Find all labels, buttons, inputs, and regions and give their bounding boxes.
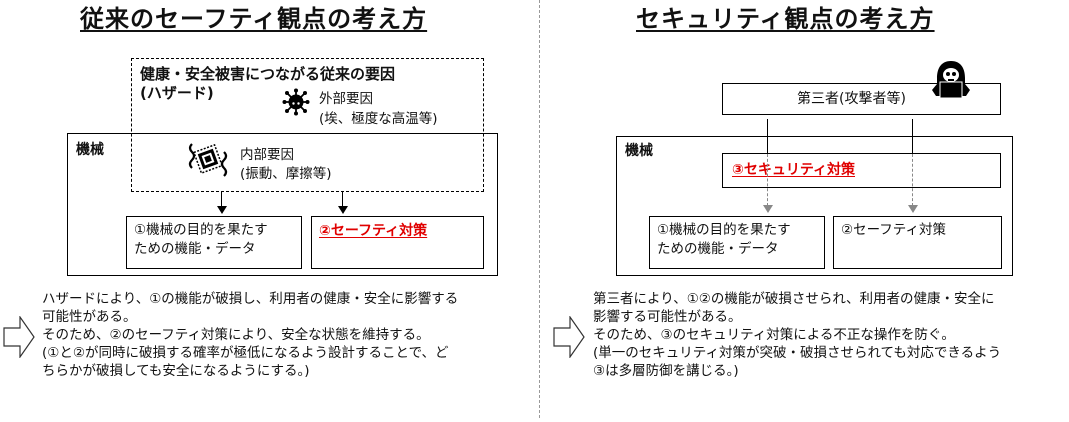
safety-title: 従来のセーフティ観点の考え方 <box>80 5 428 33</box>
external-factor-label: 外部要因 <box>319 91 373 107</box>
explanation-line: 影響する可能性がある。 <box>593 309 742 325</box>
attack-line-1 <box>767 119 768 154</box>
security-measure-label: ③セキュリティ対策 <box>732 162 856 178</box>
explanation-line: (単一のセキュリティ対策が突破・破損させられても対応できるよう <box>593 345 1002 361</box>
internal-factor-label: 内部要因 <box>240 147 294 163</box>
explanation-line: ③は多層防御を講じる。) <box>593 363 739 379</box>
vibrating-chip-icon <box>184 140 232 178</box>
function-data-line2: ための機能・データ <box>657 241 779 257</box>
security-title: セキュリティ観点の考え方 <box>636 5 935 33</box>
attack-dashed-1 <box>767 154 768 206</box>
safety-explanation: ハザードにより、①の機能が破損し、利用者の健康・安全に影響する 可能性がある。 … <box>42 290 458 380</box>
explanation-line: 第三者により、①②の機能が破損させられ、利用者の健康・安全に <box>593 291 995 307</box>
safety-measure-label: ②セーフティ対策 <box>319 223 428 239</box>
safety-measure-box <box>833 216 1002 269</box>
explanation-line: そのため、②のセーフティ対策により、安全な状態を維持する。 <box>42 327 430 343</box>
virus-icon <box>282 88 310 116</box>
machine-label: 機械 <box>76 142 104 158</box>
hazard-title: 健康・安全被害につながる従来の要因 <box>140 65 396 83</box>
explanation-line: 可能性がある。 <box>42 309 137 325</box>
explanation-line: ハザードにより、①の機能が破損し、利用者の健康・安全に影響する <box>42 291 459 307</box>
hazard-arrow-2-head <box>338 206 348 214</box>
function-data-line2: ための機能・データ <box>134 241 256 257</box>
explanation-line: (①と②が同時に破損する確率が極低になるよう設計することで、ど <box>42 345 449 361</box>
function-data-box <box>649 216 825 269</box>
right-arrow-icon <box>553 315 585 359</box>
section-divider <box>539 0 540 418</box>
attack-arrow-2-head <box>908 205 918 213</box>
external-factor-detail: (埃、極度な高温等) <box>319 111 438 127</box>
security-measure-box <box>722 153 1001 188</box>
hazard-subtitle: (ハザード) <box>140 84 214 102</box>
machine-label: 機械 <box>625 143 653 159</box>
hacker-icon <box>928 60 974 102</box>
safety-measure-box <box>311 216 484 269</box>
safety-measure-label: ②セーフティ対策 <box>841 222 946 238</box>
security-explanation: 第三者により、①②の機能が破損させられ、利用者の健康・安全に 影響する可能性があ… <box>593 290 1001 380</box>
explanation-line: ちらかが破損しても安全になるようにする。) <box>42 363 310 379</box>
attack-arrow-1-head <box>763 205 773 213</box>
hazard-arrow-1-head <box>217 206 227 214</box>
hazard-arrow-1-line <box>221 192 222 207</box>
attack-dashed-2 <box>912 154 913 206</box>
hazard-arrow-2-line <box>342 192 343 207</box>
right-arrow-icon <box>3 315 35 359</box>
explanation-line: そのため、③のセキュリティ対策による不正な操作を防ぐ。 <box>593 327 955 343</box>
function-data-line1: ①機械の目的を果たす <box>657 222 791 238</box>
function-data-line1: ①機械の目的を果たす <box>134 222 268 238</box>
hazard-box <box>131 58 484 192</box>
attack-line-2 <box>912 119 913 154</box>
function-data-box <box>126 216 302 269</box>
attacker-label: 第三者(攻撃者等) <box>797 91 906 107</box>
internal-factor-detail: (振動、摩擦等) <box>240 166 332 182</box>
